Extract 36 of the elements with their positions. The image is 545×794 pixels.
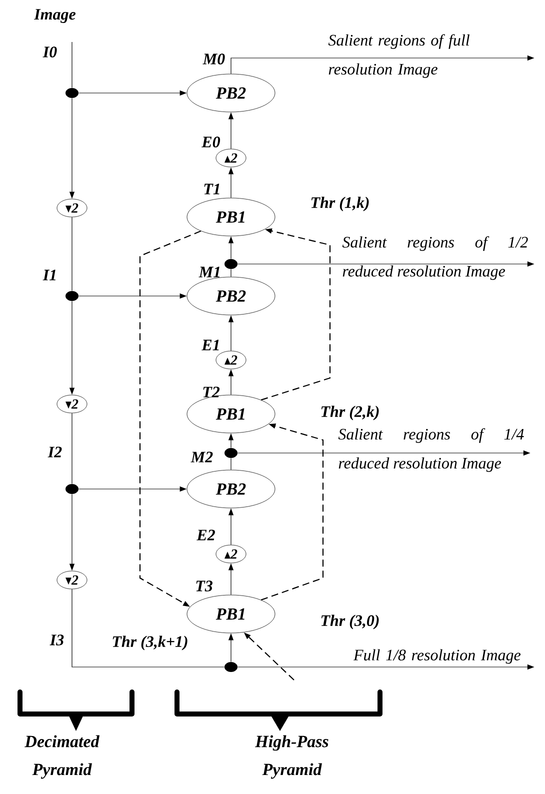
output-label: Salient regions of full resolution Image	[328, 34, 470, 78]
signal-label: M2	[190, 452, 213, 462]
signal-label: Thr (1,k)	[311, 196, 369, 212]
pyramid-label: Decimated Pyramid	[24, 735, 100, 779]
signal-label: M0	[202, 54, 225, 64]
signal-label: E2	[196, 530, 215, 540]
connector-line	[230, 268, 232, 278]
junction-dot	[66, 484, 78, 494]
signal-label: Image	[34, 9, 76, 23]
output-label: Salient regions of 1/4 reduced resolution Image	[338, 428, 524, 472]
signal-label: I2	[48, 446, 62, 458]
connector-line	[72, 588, 225, 668]
signal-label: T1	[204, 184, 220, 194]
output-label: Salient regions of 1/2 reduced resolution Image	[342, 236, 528, 280]
connector-line	[230, 458, 232, 470]
dashed-arrow	[260, 424, 324, 600]
junction-dot	[66, 88, 78, 98]
pyramid-label: High-Pass Pyramid	[255, 735, 328, 779]
signal-label: Thr (3,k+1)	[112, 636, 188, 650]
dashed-arrow	[139, 230, 202, 607]
signal-label: T3	[196, 580, 212, 592]
signal-label: Thr (3,0)	[321, 614, 379, 630]
signal-label: I3	[50, 634, 64, 646]
junction-dot	[66, 291, 78, 301]
junction-dot	[224, 259, 238, 269]
signal-label: E1	[202, 340, 219, 350]
dashed-arrow	[260, 228, 331, 400]
signal-label: I1	[42, 270, 56, 280]
signal-label: I0	[42, 46, 57, 58]
junction-dot	[224, 448, 238, 458]
output-label: Full 1/8 resolution Image	[353, 649, 521, 664]
signal-label: E0	[202, 136, 220, 148]
signal-label: M1	[198, 266, 220, 278]
signal-label: Thr (2,k)	[321, 406, 379, 420]
junction-dot	[224, 662, 238, 672]
signal-label: T2	[203, 386, 220, 398]
